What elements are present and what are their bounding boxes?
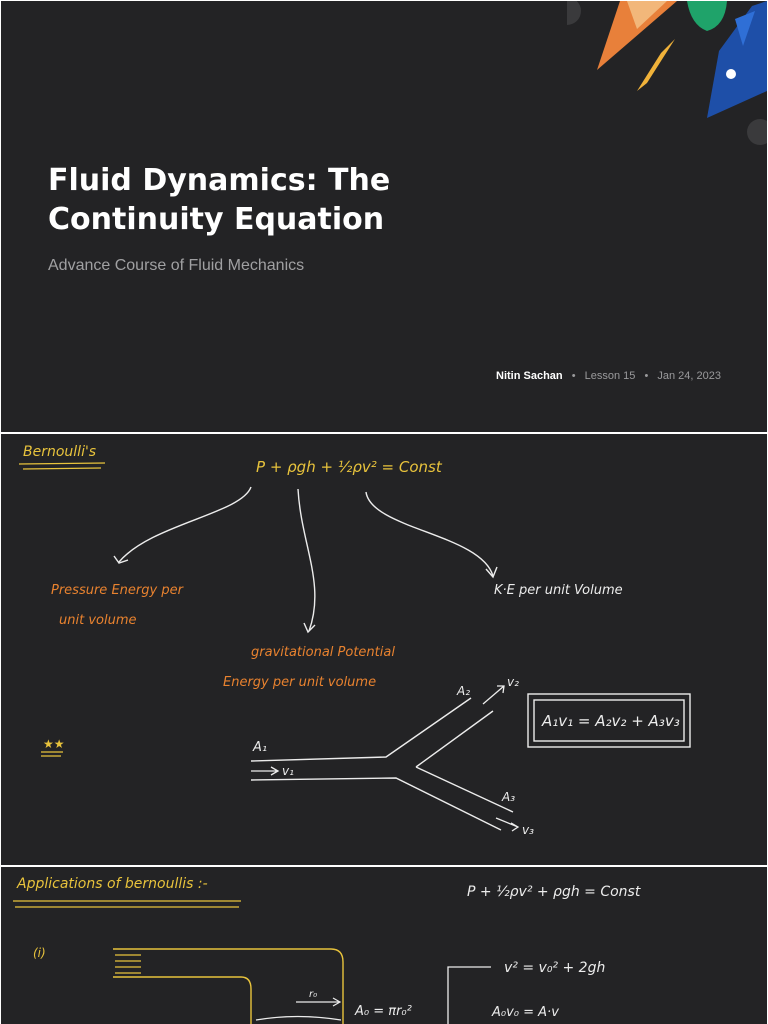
radius-label: r₀ [309, 989, 317, 1000]
gray-circle-shape [747, 119, 767, 145]
heading-bernoulli: Bernoulli's [23, 444, 96, 460]
bernoulli-notes-slide: Bernoulli's P + ρgh + ½ρv² = Const Press… [1, 434, 767, 865]
heading-underline [18, 462, 106, 465]
pipe-upper-wall [250, 697, 472, 762]
flow-arrow-v2 [482, 685, 505, 705]
flow-rate-equation: A₀v₀ = A·v [491, 1005, 559, 1020]
jet-upper-wall [113, 948, 344, 1024]
separator-dot: • [644, 370, 649, 382]
applications-slide: Applications of bernoullis :- P + ½ρv² +… [1, 867, 767, 1024]
lesson-number: Lesson 15 [584, 370, 636, 382]
lesson-date: Jan 24, 2023 [657, 370, 721, 382]
outlet-curve [255, 1015, 342, 1021]
arrow-kinetic [365, 491, 494, 577]
velocity-v2-label: v₂ [507, 675, 519, 689]
gray-dot-shape [567, 1, 581, 25]
arrow-potential [297, 488, 316, 632]
heading-underline [22, 467, 102, 470]
area-a2-label: A₂ [456, 684, 470, 698]
area-a1-label: A₁ [252, 740, 267, 755]
author-name: Nitin Sachan [496, 370, 563, 382]
item-marker: (i) [33, 946, 46, 960]
arrow-pressure [118, 486, 252, 563]
pipe-lower-wall [250, 777, 502, 831]
pressure-energy-label-2: unit volume [59, 613, 136, 628]
handwritten-notes: Bernoulli's P + ρgh + ½ρv² = Const Press… [18, 444, 691, 837]
velocity-v1-label: v₁ [282, 764, 294, 778]
handwritten-notes: Applications of bernoullis :- P + ½ρv² +… [13, 876, 641, 1024]
flow-arrow-v3 [495, 817, 520, 832]
title-slide: Fluid Dynamics: The Continuity Equation … [1, 1, 767, 432]
velocity-v3-label: v₃ [522, 823, 534, 837]
separator-dot: • [571, 370, 576, 382]
radius-arrow [296, 997, 342, 1007]
flow-arrow-v1 [251, 766, 280, 776]
bernoulli-equation-2: P + ½ρv² + ρgh = Const [467, 884, 641, 900]
kinetic-energy-label: K·E per unit Volume [494, 583, 623, 598]
bernoulli-equation: P + ρgh + ½ρv² = Const [256, 458, 443, 476]
continuity-equation: A₁v₁ = A₂v₂ + A₃v₃ [541, 712, 680, 730]
lesson-title: Fluid Dynamics: The Continuity Equation [48, 163, 391, 237]
important-stars: ★★ [43, 737, 65, 751]
pipe-upper-branch [415, 710, 494, 768]
arrowhead [113, 555, 129, 564]
pen-dot-shape [726, 69, 736, 79]
bracket-line [447, 966, 491, 1024]
pressure-energy-label: Pressure Energy per [51, 583, 185, 598]
blue-highlight-shape [735, 11, 755, 46]
jet-lower-wall [113, 976, 252, 1024]
area-equation: A₀ = πr₀² [354, 1004, 412, 1019]
continuity-box-outer [527, 693, 691, 748]
inflow-lines [115, 954, 141, 974]
arrowhead [303, 622, 316, 634]
blue-pen-shape [707, 1, 767, 118]
peach-triangle-shape [627, 1, 667, 29]
lesson-meta: Nitin Sachan • Lesson 15 • Jan 24, 2023 [496, 370, 721, 382]
bow-shape [637, 39, 675, 91]
arrowhead [485, 566, 498, 579]
potential-energy-label-2: Energy per unit volume [223, 675, 376, 690]
area-a3-label: A₃ [501, 790, 515, 804]
orange-triangle-shape [597, 1, 677, 70]
applications-heading: Applications of bernoullis :- [16, 876, 208, 892]
velocity-equation: v² = v₀² + 2gh [504, 960, 605, 976]
decorative-shapes [567, 1, 767, 145]
green-shape [687, 1, 727, 31]
pipe-lower-branch [415, 766, 514, 813]
course-subtitle: Advance Course of Fluid Mechanics [48, 257, 305, 274]
continuity-box-inner [533, 699, 685, 742]
potential-energy-label: gravitational Potential [251, 645, 395, 660]
